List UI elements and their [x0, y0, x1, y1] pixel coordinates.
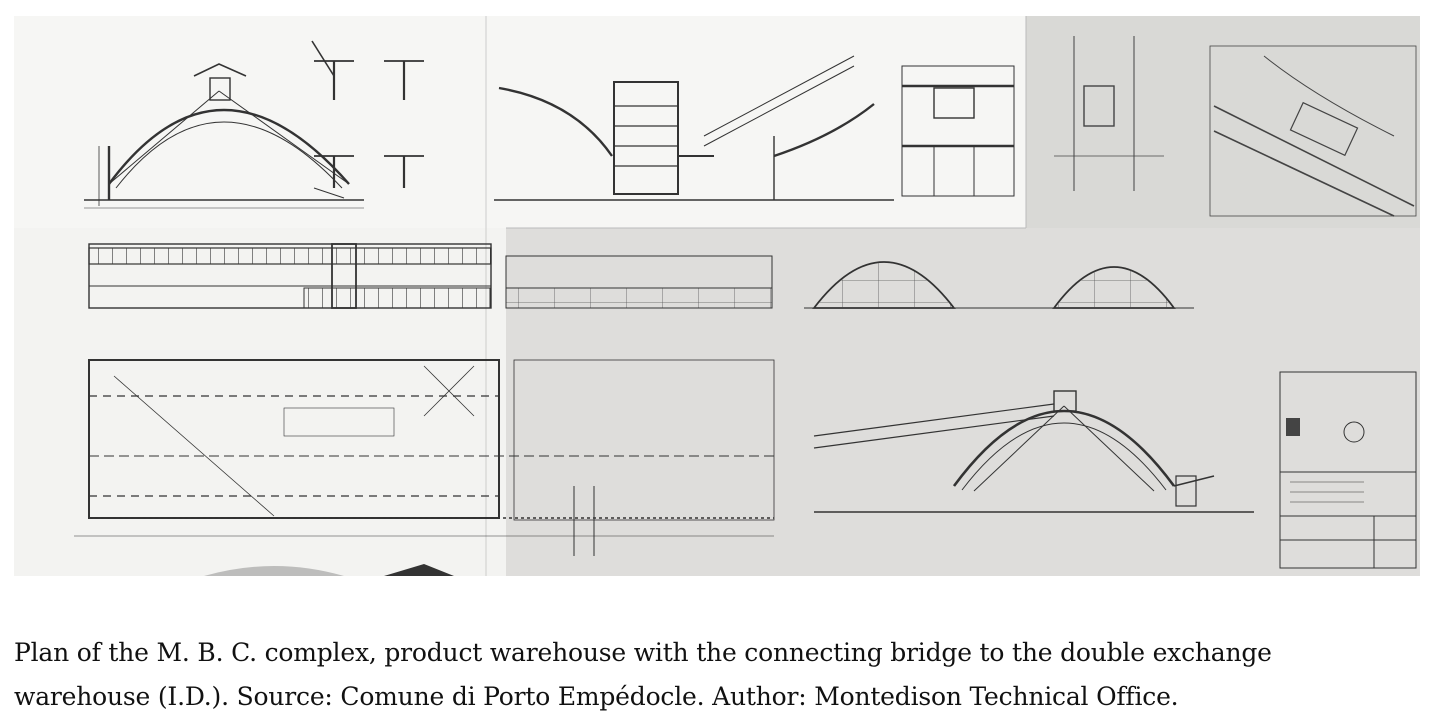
- arch-lattice-elevations: [804, 261, 1194, 309]
- drawing-title-block: [1279, 371, 1417, 569]
- warehouse-plan-drawing: [74, 359, 775, 556]
- technical-drawing-figure: [14, 16, 1420, 576]
- tower-detail-drawing: [901, 65, 1015, 197]
- detail-sections: [311, 40, 424, 199]
- bridge-arch-section-drawing: [813, 390, 1254, 513]
- arch-section-drawing: [84, 63, 364, 209]
- scan-shadows: [204, 564, 454, 576]
- warehouse-elevation-drawing: [88, 243, 773, 309]
- bridge-section-drawing: [494, 55, 894, 201]
- figure-caption: Plan of the M. B. C. complex, product wa…: [14, 638, 1272, 711]
- right-detail-drawings: [1054, 36, 1417, 217]
